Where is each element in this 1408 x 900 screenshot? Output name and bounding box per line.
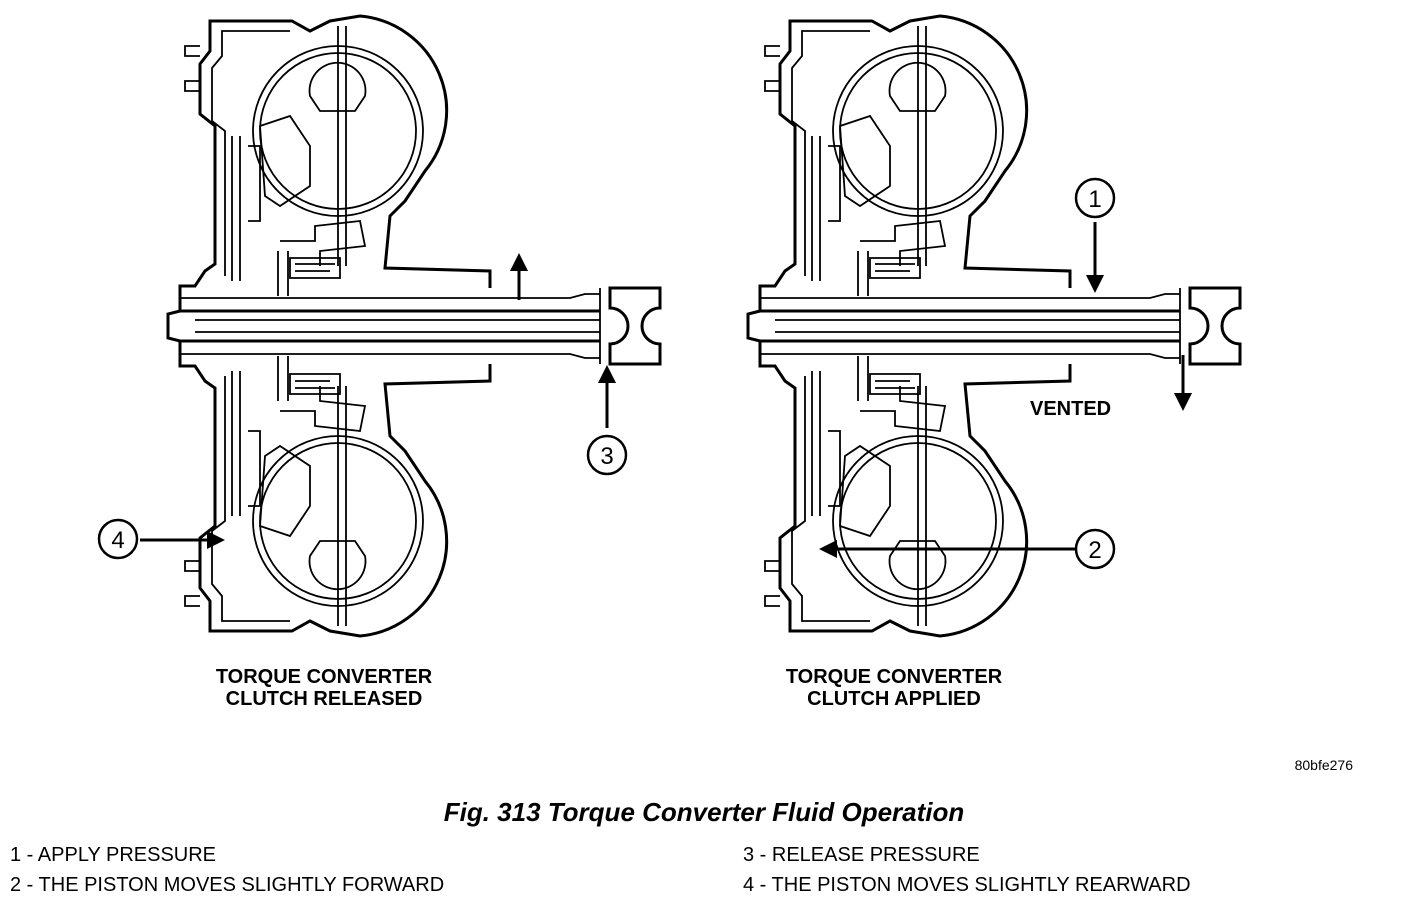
released-converter-drawing — [166, 14, 662, 638]
figure-code: 80bfe276 — [1295, 757, 1354, 773]
figure-caption: Fig. 313 Torque Converter Fluid Operatio… — [443, 797, 965, 827]
callout-2: 2 — [1074, 528, 1116, 570]
svg-text:3: 3 — [600, 443, 613, 470]
legend-item-1: 1 - APPLY PRESSURE — [10, 844, 217, 866]
legend-item-2: 2 - THE PISTON MOVES SLIGHTLY FORWARD — [10, 874, 445, 896]
callout-3: 3 — [586, 434, 628, 476]
applied-title-line-1: TORQUE CONVERTER — [786, 666, 1003, 688]
released-title-line-1: TORQUE CONVERTER — [216, 666, 433, 688]
applied-title-line-2: CLUTCH APPLIED — [807, 688, 981, 710]
legend-item-3: 3 - RELEASE PRESSURE — [743, 844, 980, 866]
svg-text:2: 2 — [1088, 537, 1101, 564]
svg-text:1: 1 — [1088, 186, 1101, 213]
vented-label: VENTED — [1030, 398, 1111, 420]
callout-1: 1 — [1074, 177, 1116, 219]
applied-converter-drawing — [746, 14, 1242, 638]
svg-text:4: 4 — [111, 527, 124, 554]
legend-item-4: 4 - THE PISTON MOVES SLIGHTLY REARWARD — [743, 874, 1191, 896]
released-title-line-2: CLUTCH RELEASED — [226, 688, 423, 710]
callout-4: 4 — [97, 518, 139, 560]
